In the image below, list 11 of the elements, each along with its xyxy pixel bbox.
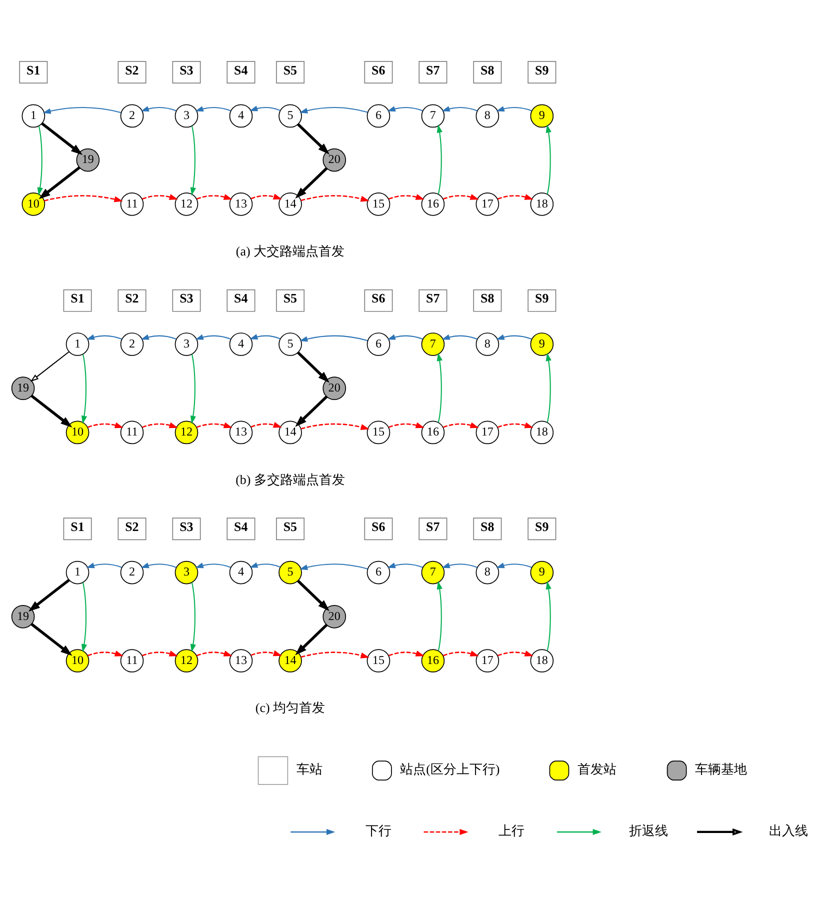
legend-label: 下行 xyxy=(365,823,392,838)
legend-label: 首发站 xyxy=(577,762,616,777)
label: (c) 均匀首发 xyxy=(255,700,326,716)
label: (a) 大交路端点首发 xyxy=(236,244,345,259)
legend-label: 车站 xyxy=(296,762,322,777)
legend-label: 车辆基地 xyxy=(694,762,747,777)
legend-label: 站点(区分上下行) xyxy=(400,762,500,777)
legend-label: 折返线 xyxy=(628,823,668,838)
label: (b) 多交路端点首发 xyxy=(236,472,345,487)
legend-label: 出入线 xyxy=(768,823,808,838)
legend-label: 上行 xyxy=(498,823,525,838)
